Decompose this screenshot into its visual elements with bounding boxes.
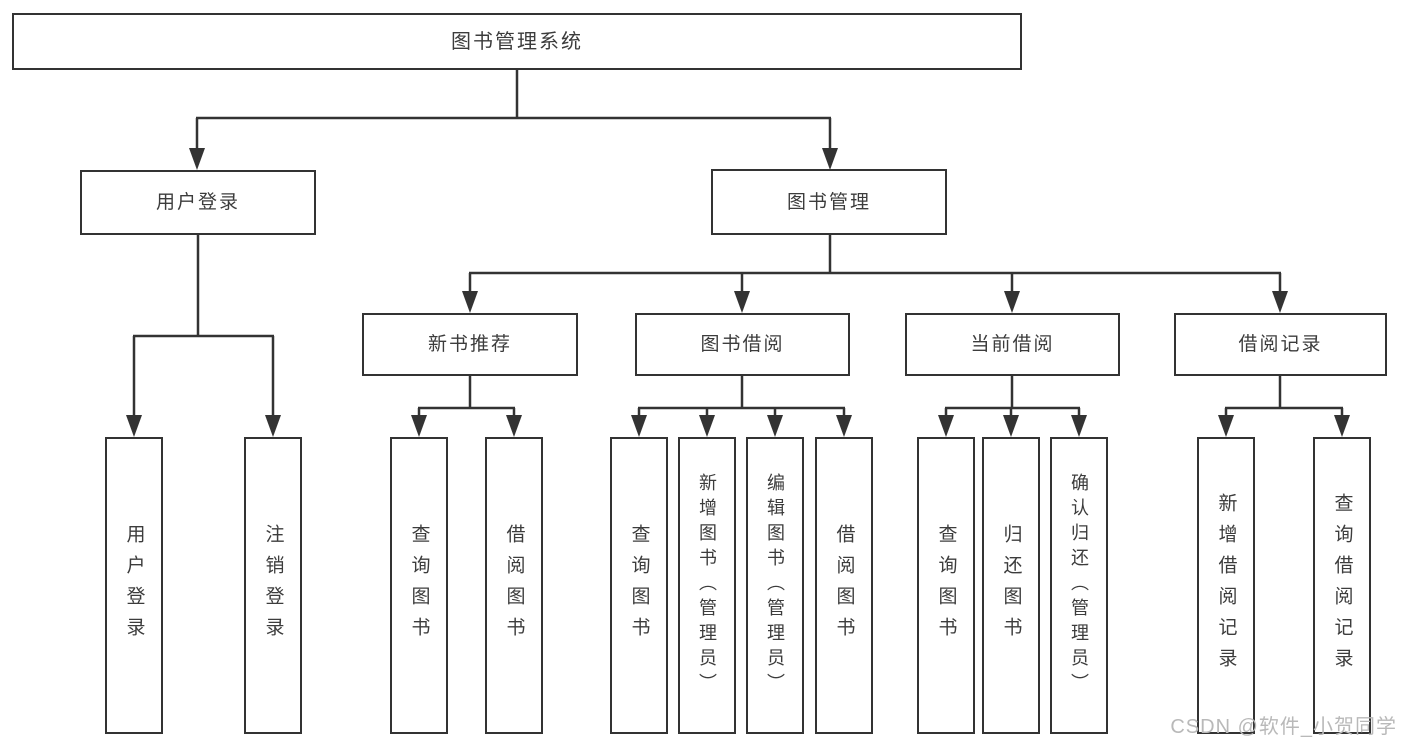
leaf-confirm-return-admin: 确认归还（管理员） xyxy=(1050,437,1108,734)
leaf-return-books: 归还图书 xyxy=(982,437,1040,734)
leaf-borrow-books-borrowing: 借阅图书 xyxy=(815,437,873,734)
node-book-management: 图书管理 xyxy=(711,169,947,235)
node-borrowing-records: 借阅记录 xyxy=(1174,313,1387,376)
node-current-borrowing: 当前借阅 xyxy=(905,313,1120,376)
leaf-logout-login: 注销登录 xyxy=(244,437,302,734)
watermark-text: CSDN @软件_小贺同学 xyxy=(1170,716,1397,738)
node-new-book-recommendation: 新书推荐 xyxy=(362,313,578,376)
node-library-management-system: 图书管理系统 xyxy=(12,13,1022,70)
node-user-login: 用户登录 xyxy=(80,170,316,235)
node-book-borrowing: 图书借阅 xyxy=(635,313,850,376)
leaf-add-books-admin: 新增图书（管理员） xyxy=(678,437,736,734)
leaf-query-books-current: 查询图书 xyxy=(917,437,975,734)
leaf-edit-books-admin: 编辑图书（管理员） xyxy=(746,437,804,734)
leaf-borrow-books-recommend: 借阅图书 xyxy=(485,437,543,734)
leaf-user-login: 用户登录 xyxy=(105,437,163,734)
leaf-query-books-borrowing: 查询图书 xyxy=(610,437,668,734)
leaf-query-borrow-record: 查询借阅记录 xyxy=(1313,437,1371,734)
leaf-query-books-recommend: 查询图书 xyxy=(390,437,448,734)
leaf-add-borrow-record: 新增借阅记录 xyxy=(1197,437,1255,734)
